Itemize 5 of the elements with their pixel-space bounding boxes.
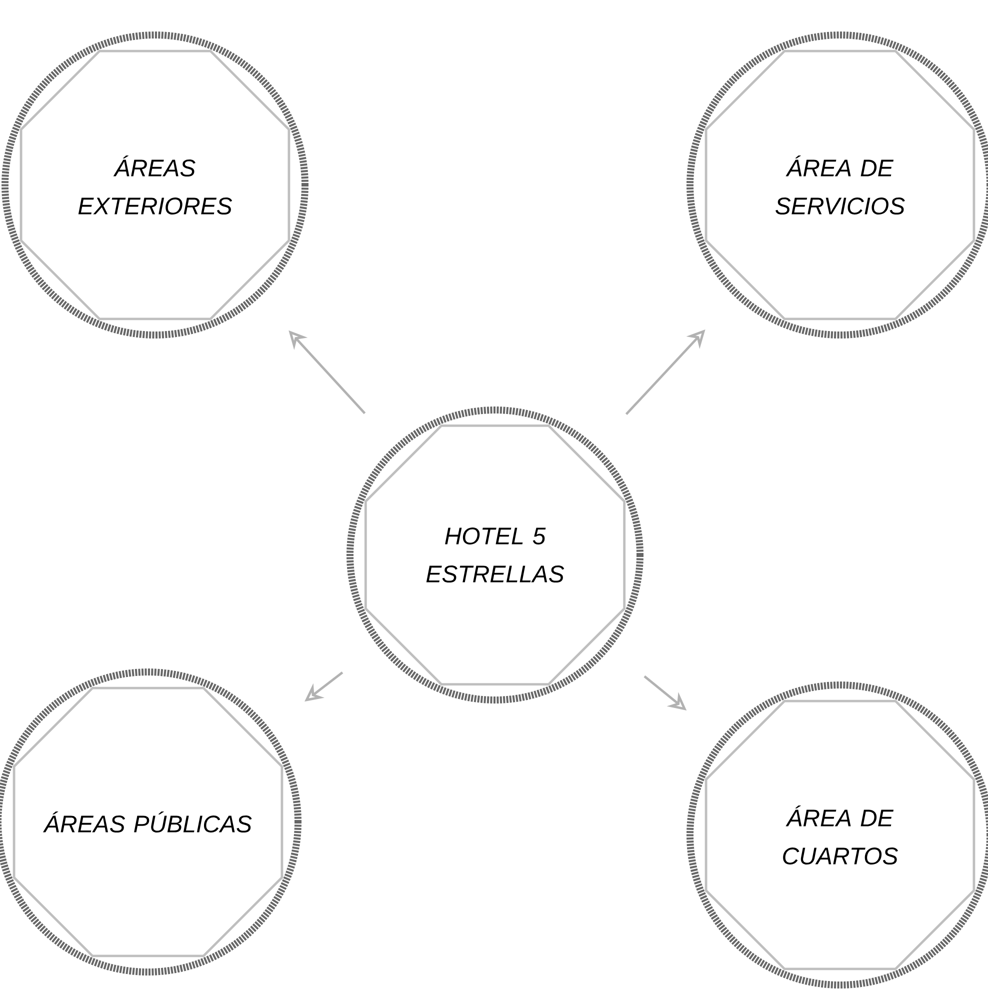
octagon-circle-node: HOTEL 5 ESTRELLAS [346,406,644,704]
octagon-circle-node: ÁREAS PÚBLICAS [0,668,302,976]
octagon-circle-node: ÁREA DE SERVICIOS [686,32,988,338]
octagon-circle-node: ÁREA DE CUARTOS [686,682,988,988]
octagon-circle-node: ÁREAS EXTERIORES [2,32,308,338]
